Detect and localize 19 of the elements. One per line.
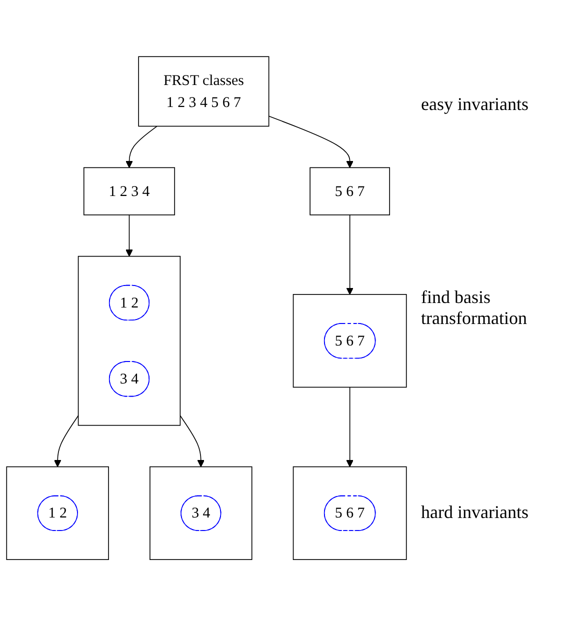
cluster xyxy=(292,466,407,560)
arrow xyxy=(126,126,158,168)
step-note: easy invariants xyxy=(421,94,530,116)
cluster xyxy=(292,294,407,388)
node-box xyxy=(83,168,176,216)
arrow xyxy=(180,416,205,468)
node-box xyxy=(310,168,390,216)
cluster xyxy=(6,466,109,560)
cluster xyxy=(78,256,181,426)
step-note: hard invariants xyxy=(421,502,530,523)
arrow xyxy=(268,116,354,168)
step-note: find basis transformation xyxy=(421,287,528,330)
arrow xyxy=(346,387,354,468)
arrow xyxy=(346,214,354,296)
arrow xyxy=(54,416,79,468)
node-box xyxy=(138,56,270,128)
flowchart-drawing: FRST classes 1 2 3 4 5 6 7 1 2 3 4 5 6 7 1 2 3 4 5 6 7 1 2 3 4 5 6 7 xyxy=(0,50,413,567)
arrow xyxy=(126,214,133,258)
cluster xyxy=(150,466,252,560)
